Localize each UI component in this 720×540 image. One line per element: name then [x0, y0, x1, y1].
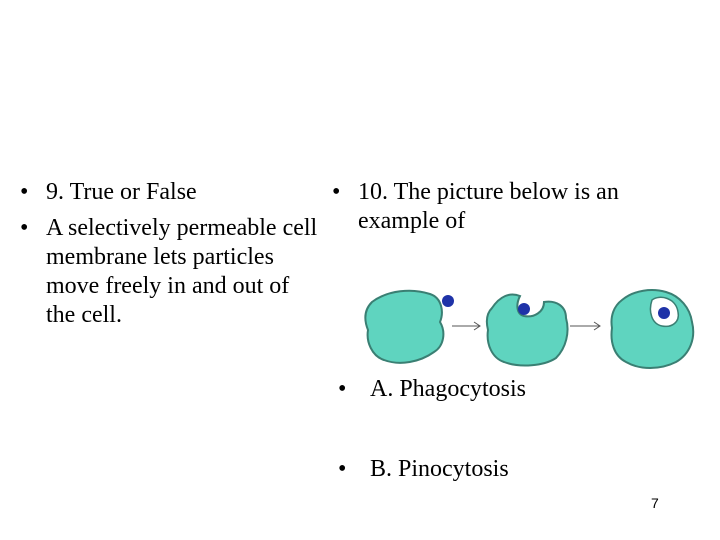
cell-icon	[364, 289, 445, 364]
answer-a: • A. Phagocytosis	[332, 375, 526, 404]
particle-icon	[518, 303, 530, 315]
answer-b-text: B. Pinocytosis	[370, 456, 509, 482]
cell-icon	[610, 289, 695, 369]
cell-icon	[485, 293, 569, 367]
arrow-right-icon	[570, 321, 601, 331]
particle-icon	[442, 295, 454, 307]
bullet-icon: •	[20, 179, 29, 205]
right-column: • 10. The picture below is an example of	[332, 178, 702, 243]
phagocytosis-figure	[364, 289, 695, 369]
bullet-icon: •	[338, 376, 347, 402]
arrow-right-icon	[452, 321, 481, 331]
question-9-statement: • A selectively permeable cell membrane …	[20, 214, 320, 330]
bullet-icon: •	[338, 456, 347, 482]
bullet-icon: •	[332, 179, 341, 205]
question-10-text: 10. The picture below is an example of	[358, 179, 619, 234]
question-9-heading: • 9. True or False	[20, 178, 320, 207]
question-9-statement-text: A selectively permeable cell membrane le…	[46, 215, 318, 328]
answer-b: • B. Pinocytosis	[332, 455, 509, 484]
page-number: 7	[651, 495, 659, 511]
question-10-heading: • 10. The picture below is an example of	[332, 178, 702, 236]
bullet-icon: •	[20, 215, 29, 241]
answer-a-text: A. Phagocytosis	[370, 376, 526, 402]
left-column: • 9. True or False • A selectively perme…	[20, 178, 320, 337]
question-9-text: 9. True or False	[46, 179, 197, 205]
particle-icon	[658, 307, 670, 319]
